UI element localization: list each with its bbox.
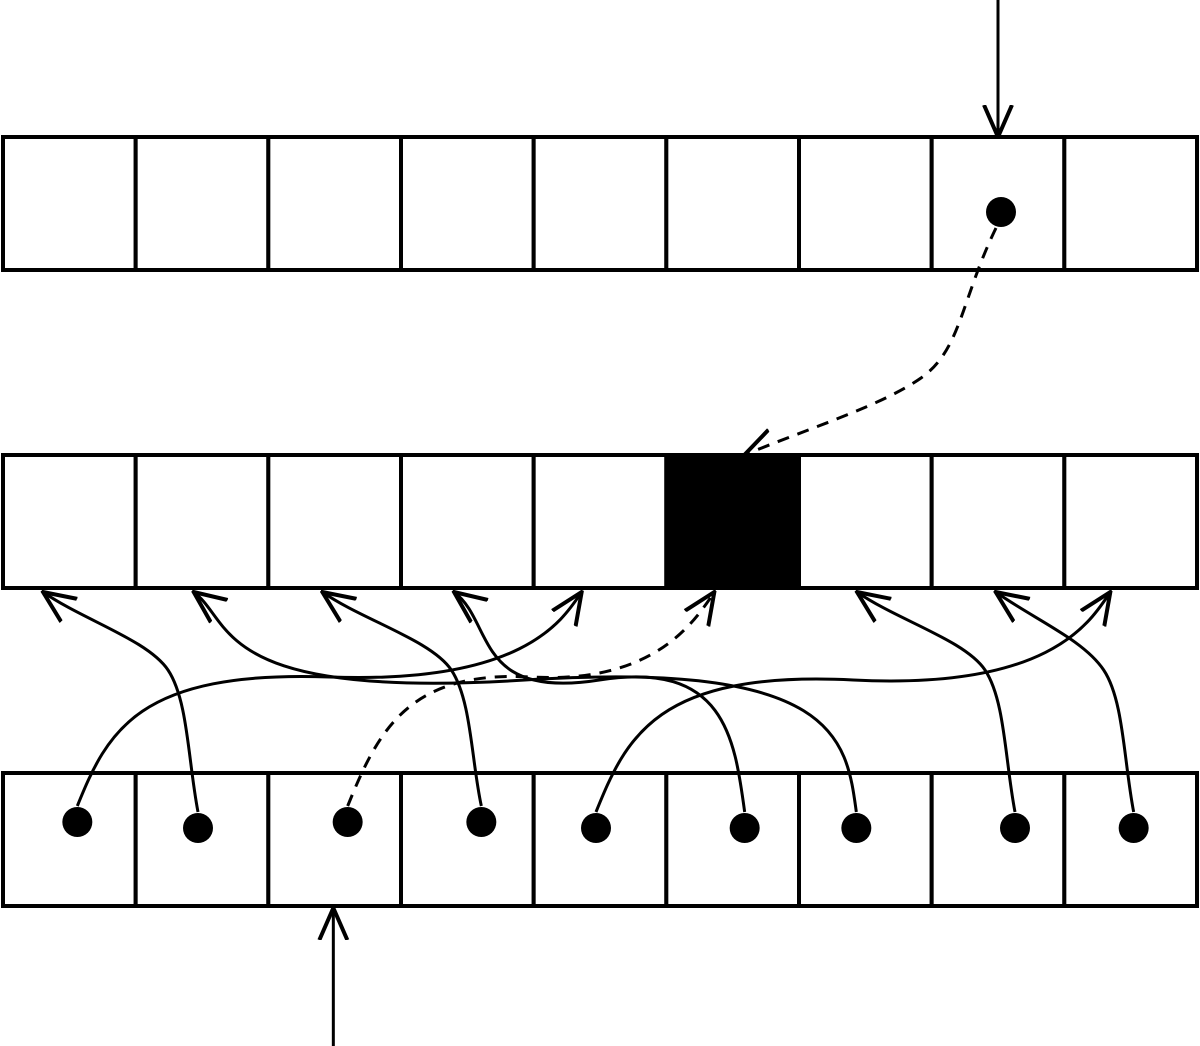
link-arrow bbox=[454, 592, 747, 813]
cell bbox=[1, 453, 138, 590]
bottom-row bbox=[1, 771, 1200, 908]
cell bbox=[399, 453, 536, 590]
cell bbox=[1, 771, 138, 908]
cell bbox=[266, 771, 404, 908]
link-arrow bbox=[322, 592, 483, 807]
middle-row bbox=[1, 453, 1200, 590]
cell bbox=[266, 453, 404, 590]
link-arrow bbox=[43, 592, 200, 813]
cell bbox=[664, 135, 801, 272]
link-arrow bbox=[594, 592, 1110, 813]
cell bbox=[399, 771, 536, 908]
cell bbox=[1, 135, 138, 272]
cell bbox=[133, 453, 271, 590]
bottom-dot bbox=[581, 813, 611, 843]
bottom-dot bbox=[332, 807, 363, 837]
cell bbox=[266, 135, 404, 272]
top-row bbox=[1, 135, 1200, 272]
cell bbox=[531, 453, 669, 590]
link-arrow bbox=[194, 592, 858, 813]
bottom-dot bbox=[841, 813, 872, 843]
link-arrow bbox=[857, 592, 1017, 813]
cell bbox=[399, 135, 536, 272]
bottom-dot bbox=[1000, 813, 1030, 843]
top-dashed-link bbox=[744, 227, 998, 455]
cell bbox=[531, 135, 669, 272]
cell bbox=[797, 771, 934, 908]
bottom-dot bbox=[729, 813, 760, 843]
cell bbox=[664, 771, 801, 908]
cell bbox=[797, 135, 934, 272]
bottom-dot bbox=[183, 813, 213, 843]
cell bbox=[1062, 135, 1200, 272]
cell bbox=[797, 453, 934, 590]
bottom-dot bbox=[1118, 813, 1149, 843]
cell bbox=[929, 453, 1067, 590]
cell bbox=[133, 135, 271, 272]
filled-cell bbox=[664, 453, 801, 590]
cell bbox=[929, 771, 1067, 908]
bottom-dot bbox=[62, 807, 93, 837]
bottom-dot bbox=[466, 807, 497, 837]
top-dot bbox=[986, 197, 1016, 227]
link-arrow bbox=[346, 592, 715, 807]
link-arrow bbox=[996, 592, 1136, 813]
cell bbox=[1062, 453, 1200, 590]
